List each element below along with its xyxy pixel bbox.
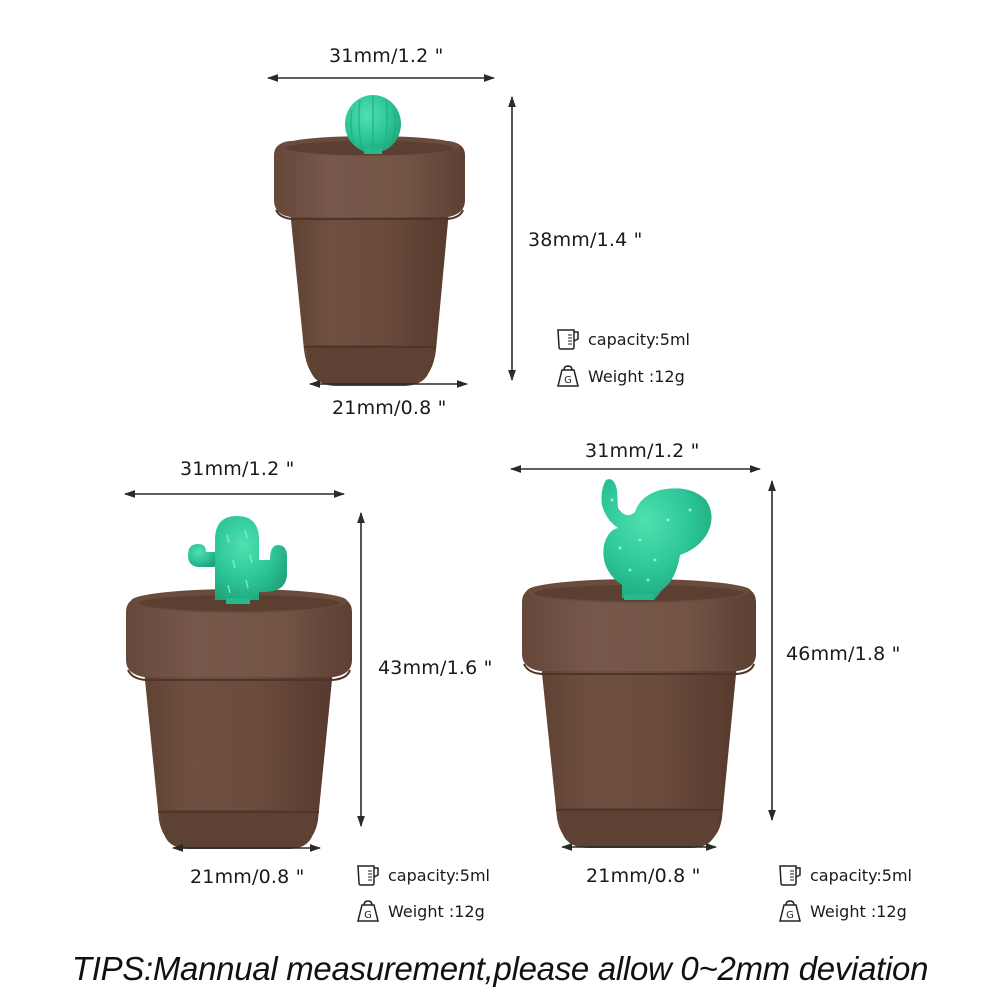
measuring-cup-icon xyxy=(357,865,379,886)
pot-3-weight-spec: G Weight :12g xyxy=(777,899,907,923)
pot-1-weight-spec: G Weight :12g xyxy=(555,364,685,388)
pot-1-top-width-label: 31mm/1.2 " xyxy=(329,45,444,67)
pot-3-weight-label: Weight :12g xyxy=(810,901,907,921)
weight-icon: G xyxy=(779,900,801,922)
pot-2-weight-spec: G Weight :12g xyxy=(355,899,485,923)
measuring-cup-icon xyxy=(557,329,579,350)
svg-text:G: G xyxy=(786,910,794,921)
pot-3-capacity-spec: capacity:5ml xyxy=(777,863,912,887)
pot-2 xyxy=(126,516,352,849)
dimension-arrows xyxy=(123,74,776,852)
pot-1 xyxy=(274,95,465,386)
saguaro-cactus-topper xyxy=(188,516,288,604)
pot-1-height-label: 38mm/1.4 " xyxy=(528,229,643,251)
weight-icon: G xyxy=(557,365,579,387)
pot-3-bottom-width-label: 21mm/0.8 " xyxy=(586,865,701,887)
pot-1-capacity-label: capacity:5ml xyxy=(588,329,690,349)
svg-text:G: G xyxy=(364,910,372,921)
pot-2-capacity-spec: capacity:5ml xyxy=(355,863,490,887)
pot-2-weight-label: Weight :12g xyxy=(388,901,485,921)
pot-3-top-width-label: 31mm/1.2 " xyxy=(585,440,700,462)
round-cactus-topper xyxy=(345,95,401,154)
pot-2-height-label: 43mm/1.6 " xyxy=(378,657,493,679)
measurement-tips: TIPS:Mannual measurement,please allow 0~… xyxy=(71,950,929,987)
pot-1-weight-label: Weight :12g xyxy=(588,366,685,386)
pot-1-capacity-spec: capacity:5ml xyxy=(555,327,690,351)
svg-text:G: G xyxy=(564,375,572,386)
pot-2-capacity-label: capacity:5ml xyxy=(388,865,490,885)
pot-2-bottom-width-label: 21mm/0.8 " xyxy=(190,866,305,888)
pot-2-top-width-label: 31mm/1.2 " xyxy=(180,458,295,480)
pot-3 xyxy=(522,479,756,848)
prickly-pear-cactus-topper xyxy=(601,479,712,600)
pot-3-height-label: 46mm/1.8 " xyxy=(786,643,901,665)
pot-1-bottom-width-label: 21mm/0.8 " xyxy=(332,397,447,419)
measuring-cup-icon xyxy=(779,865,801,886)
pot-3-capacity-label: capacity:5ml xyxy=(810,865,912,885)
weight-icon: G xyxy=(357,900,379,922)
